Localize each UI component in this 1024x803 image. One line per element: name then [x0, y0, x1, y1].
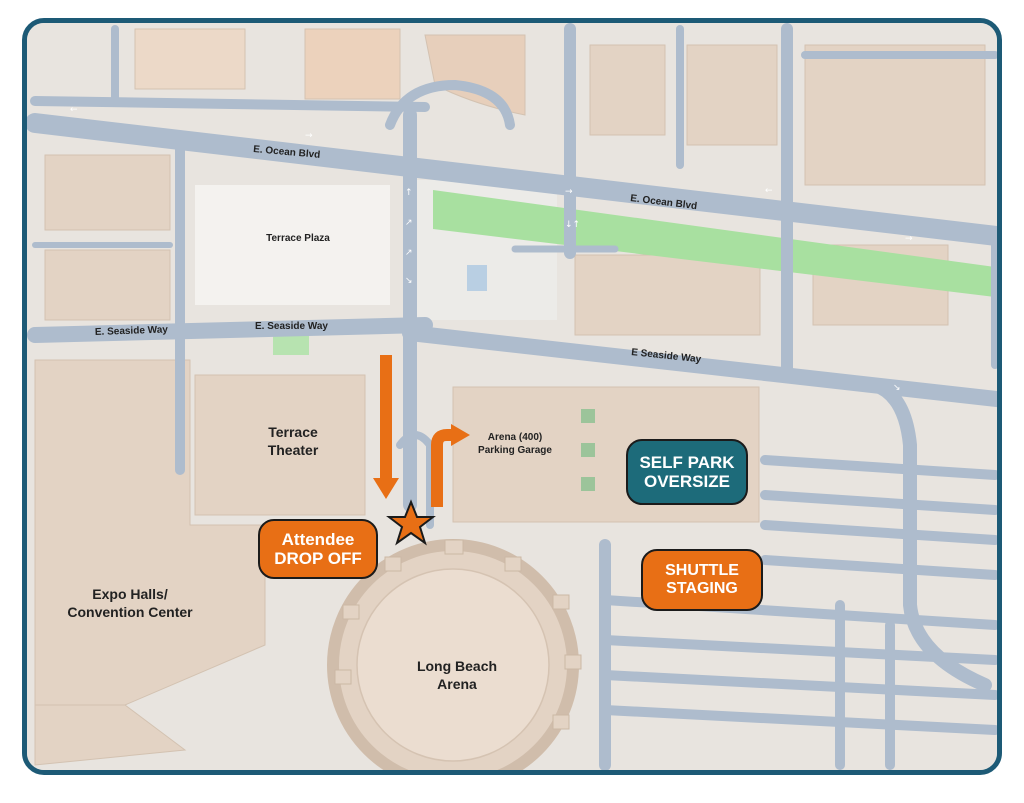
parking-garage-label: Arena (400)Parking Garage	[478, 432, 552, 456]
svg-text:↘: ↘	[893, 383, 901, 393]
shuttle-staging-label: SHUTTLE STAGING	[665, 562, 739, 597]
buildings	[34, 28, 986, 766]
svg-text:←: ←	[70, 105, 78, 115]
arena-building	[327, 539, 582, 770]
svg-text:↘: ↘	[405, 276, 413, 286]
terrace-plaza-label: Terrace Plaza	[266, 233, 330, 244]
route-arrow-down	[373, 355, 399, 499]
drop-off-label: Attendee DROP OFF	[274, 529, 362, 568]
garage-trees	[581, 409, 595, 491]
svg-text:↑: ↑	[405, 188, 413, 198]
attendee-drop-off-callout: Attendee DROP OFF	[258, 519, 378, 579]
svg-text:↗: ↗	[405, 248, 413, 258]
svg-text:→: →	[305, 131, 313, 141]
self-park-label: SELF PARK OVERSIZE	[639, 452, 735, 491]
svg-text:↗: ↗	[405, 218, 413, 228]
svg-text:↓↑: ↓↑	[565, 220, 580, 230]
expo-halls-label: Expo Halls/Convention Center	[67, 586, 193, 620]
star-icon	[386, 499, 436, 546]
street-label-seaside-way-mid: E. Seaside Way	[255, 321, 328, 332]
route-arrow-right	[431, 424, 470, 507]
map-canvas: ← → → ← → ↑ ↗ ↗ ↘ ↓↑ ↘ E. Ocean Blvd E. …	[27, 23, 997, 770]
svg-text:→: →	[905, 234, 913, 244]
street-direction-arrows: ← → → ← → ↑ ↗ ↗ ↘ ↓↑ ↘	[70, 105, 913, 393]
pool	[467, 265, 487, 291]
map-frame: ← → → ← → ↑ ↗ ↗ ↘ ↓↑ ↘ E. Ocean Blvd E. …	[22, 18, 1002, 775]
shuttle-staging-callout: SHUTTLE STAGING	[641, 549, 763, 611]
terrace-plaza-area	[195, 185, 390, 305]
svg-text:→: →	[565, 187, 573, 197]
street-label-seaside-way-west: E. Seaside Way	[95, 324, 169, 338]
self-park-oversize-callout: SELF PARK OVERSIZE	[626, 439, 748, 505]
svg-text:←: ←	[765, 186, 773, 196]
